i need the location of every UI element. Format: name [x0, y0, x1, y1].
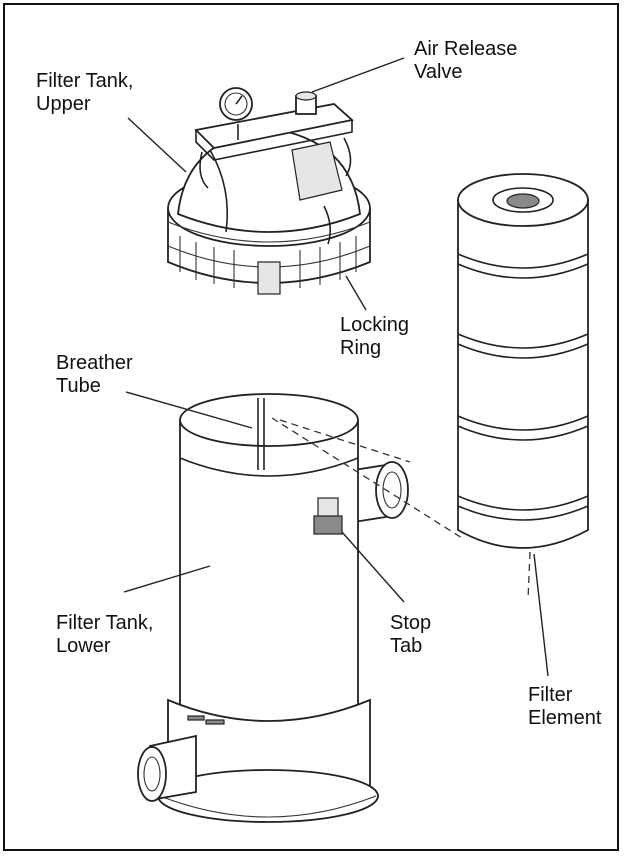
label-stop-tab: Stop Tab — [390, 612, 432, 657]
label-filter-tank-upper: Filter Tank, Upper — [36, 70, 134, 115]
diagram-border — [3, 3, 619, 851]
label-locking-ring: Locking Ring — [340, 314, 409, 359]
upper-tank-dome — [167, 87, 371, 295]
leader-lines — [123, 57, 549, 677]
filter-element-cartridge — [457, 173, 589, 549]
lower-tank — [137, 393, 409, 823]
label-filter-tank-lower: Filter Tank, Lower — [56, 612, 154, 657]
label-breather-tube: Breather Tube — [56, 352, 133, 397]
assembly-guide-lines — [271, 417, 531, 601]
label-air-release-valve: Air Release Valve — [414, 38, 518, 83]
label-filter-element: Filter Element — [528, 684, 602, 729]
